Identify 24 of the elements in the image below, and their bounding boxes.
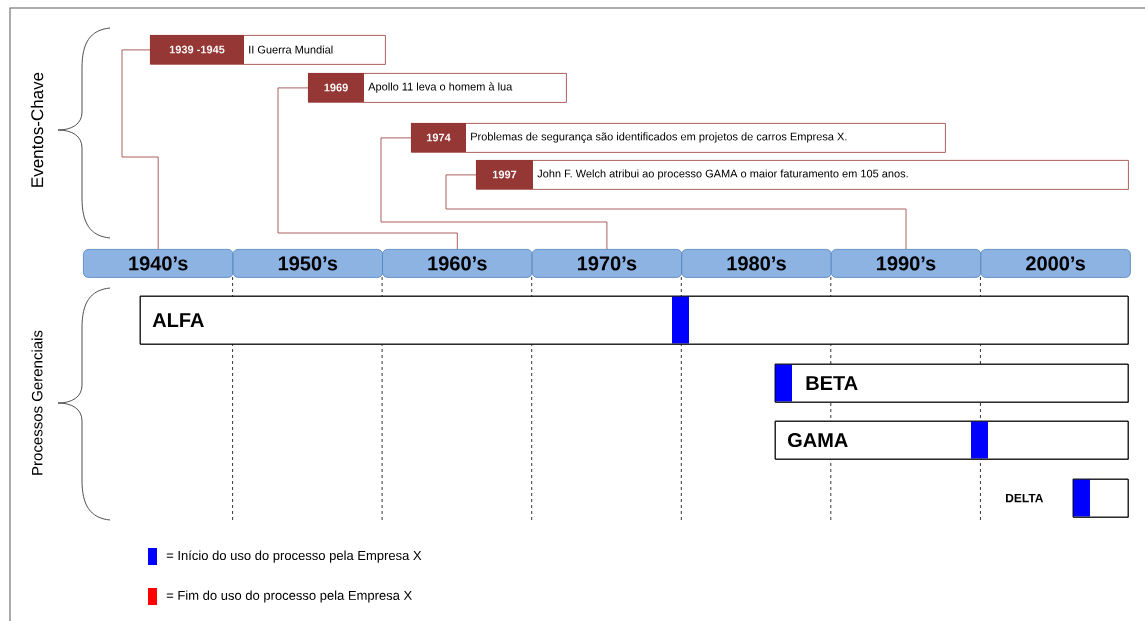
- process-bar: ALFA: [139, 295, 1129, 345]
- axis-label: Processos Gerenciais: [31, 330, 43, 475]
- decade-box: 1990’s: [830, 249, 982, 278]
- event-box: 1939 -1945 II Guerra Mundial: [150, 35, 386, 65]
- decade-box: 1950’s: [232, 249, 383, 278]
- event-box: 1969 Apollo 11 leva o homem à lua: [308, 73, 567, 103]
- decade-box: 2000’s: [980, 249, 1131, 278]
- leader-line: [277, 87, 458, 250]
- decade-box: 1970’s: [531, 249, 683, 278]
- axis-label: Eventos-Chave: [30, 72, 44, 187]
- process-bar: DELTA: [1006, 478, 1129, 518]
- leader-line: [121, 49, 159, 250]
- leader-line: [380, 137, 608, 250]
- decade-box: 1960’s: [382, 249, 533, 278]
- process-bar: GAMA: [774, 420, 1129, 460]
- node-label: DELTA: [1006, 493, 1044, 503]
- legend-text: = Início do uso do processo pela Empresa X: [166, 550, 422, 563]
- decade-box: 1940’s: [83, 249, 234, 278]
- decade-box: 1980’s: [681, 249, 832, 278]
- legend-text: = Fim do uso do processo pela Empresa X: [166, 590, 412, 603]
- event-box: 1997 John F. Welch atribui ao processo GAMA o maior faturamento em 105 anos.: [476, 160, 1129, 190]
- leader-line: [445, 174, 907, 250]
- event-box: 1974 Problemas de segurança são identificados em projetos de carros Empresa X.: [411, 123, 946, 153]
- process-bar: BETA: [774, 363, 1129, 403]
